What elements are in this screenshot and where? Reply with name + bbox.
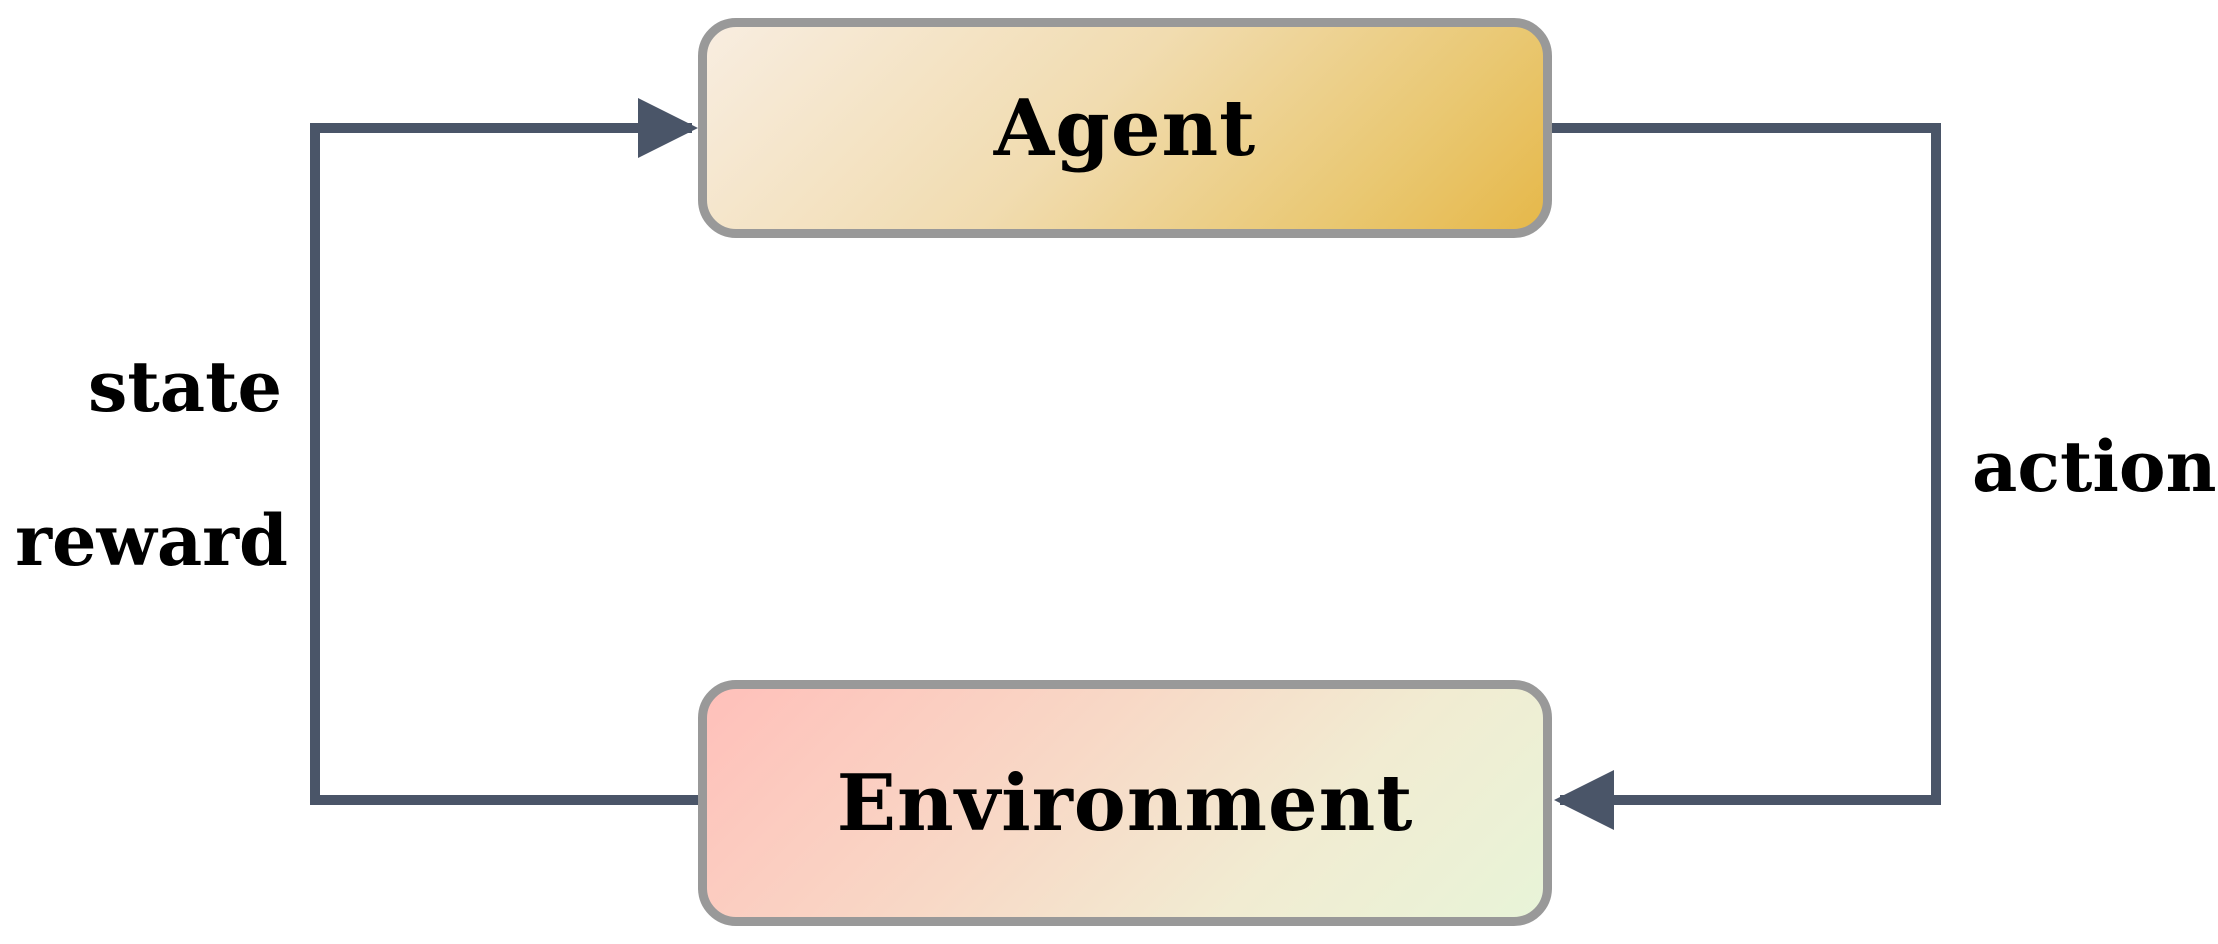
environment-node: Environment [698, 680, 1552, 926]
agent-label: Agent [993, 82, 1257, 174]
feedback-arrow [310, 98, 706, 805]
environment-label: Environment [836, 757, 1414, 849]
state-edge-label: state [88, 345, 282, 428]
action-edge-label: action [1972, 425, 2217, 508]
action-arrow [1548, 123, 1941, 830]
agent-node: Agent [698, 18, 1552, 238]
reward-edge-label: reward [15, 499, 288, 582]
